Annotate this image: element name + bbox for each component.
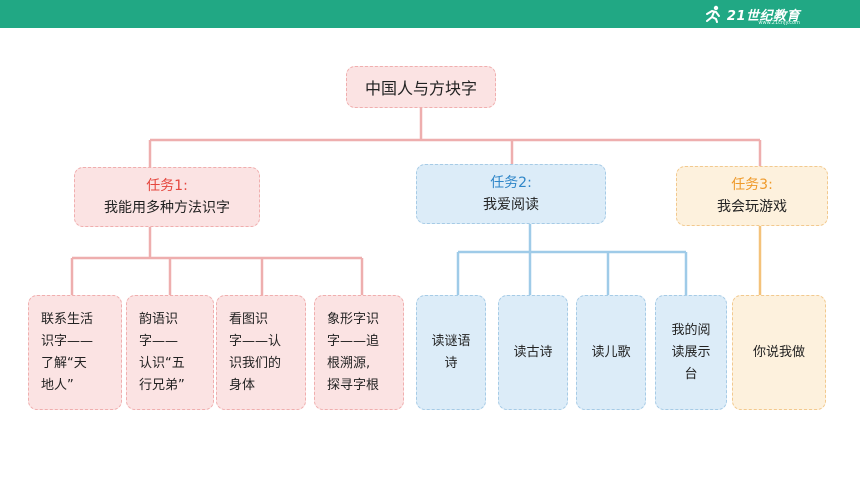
leaf-1-4-label: 象形字识 字——追 根溯源, 探寻字根 <box>327 311 380 393</box>
leaf-node-2-3: 读儿歌 <box>576 295 646 410</box>
leaf-2-1-label: 读谜语 诗 <box>431 333 471 371</box>
brand-logo-url: www.21cnjy.com <box>758 20 800 26</box>
task-1-title: 我能用多种方法识字 <box>104 200 230 216</box>
leaf-node-2-1: 读谜语 诗 <box>416 295 486 410</box>
leaf-2-2-label: 读古诗 <box>513 344 553 360</box>
leaf-node-1-1: 联系生活 识字—— 了解“天 地人” <box>28 295 122 410</box>
task-node-1: 任务1: 我能用多种方法识字 <box>74 167 260 227</box>
task-3-title: 我会玩游戏 <box>717 199 787 215</box>
root-label: 中国人与方块字 <box>364 79 477 98</box>
leaf-node-1-3: 看图识 字——认 识我们的 身体 <box>216 295 306 410</box>
leaf-node-2-4: 我的阅 读展示 台 <box>655 295 727 410</box>
leaf-node-2-2: 读古诗 <box>498 295 568 410</box>
leaf-node-1-4: 象形字识 字——追 根溯源, 探寻字根 <box>314 295 404 410</box>
leaf-1-1-label: 联系生活 识字—— 了解“天 地人” <box>41 311 94 393</box>
leaf-1-3-label: 看图识 字——认 识我们的 身体 <box>229 311 282 393</box>
leaf-node-3-1: 你说我做 <box>732 295 826 410</box>
leaf-1-2-label: 韵语识 字—— 认识“五 行兄弟” <box>139 311 185 393</box>
task-2-label: 任务2: <box>490 175 532 191</box>
runner-icon <box>705 5 720 23</box>
leaf-3-1-label: 你说我做 <box>752 344 805 360</box>
task-3-label: 任务3: <box>731 177 773 193</box>
brand-logo: 21世纪教育 <box>703 3 800 25</box>
task-1-label: 任务1: <box>146 178 188 194</box>
leaf-2-4-label: 我的阅 读展示 台 <box>671 322 711 382</box>
leaf-2-3-label: 读儿歌 <box>591 344 631 360</box>
brand-logo-text: 21世纪教育 <box>726 8 800 24</box>
task-node-3: 任务3: 我会玩游戏 <box>676 166 828 226</box>
task-2-title: 我爱阅读 <box>483 197 539 213</box>
task-node-2: 任务2: 我爱阅读 <box>416 164 606 224</box>
root-node: 中国人与方块字 <box>346 66 496 108</box>
leaf-node-1-2: 韵语识 字—— 认识“五 行兄弟” <box>126 295 214 410</box>
